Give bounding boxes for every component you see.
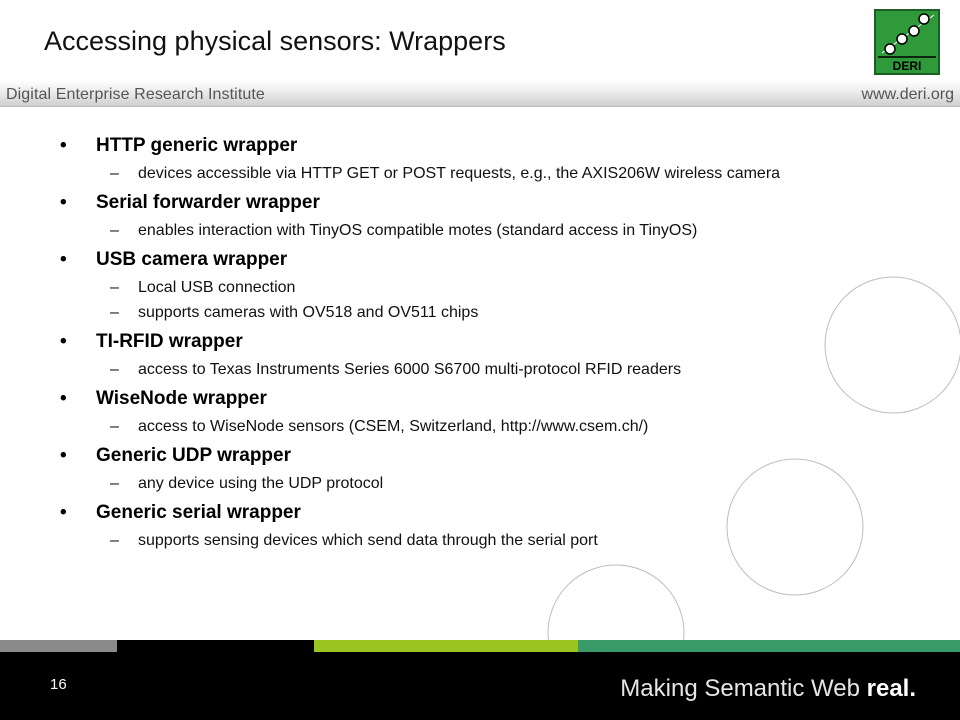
- sub-bullet-dash: –: [110, 279, 119, 296]
- sub-bullet-text: access to Texas Instruments Series 6000 …: [138, 361, 682, 378]
- sub-bullet: – supports sensing devices which send dat…: [60, 531, 890, 550]
- bullet-dot: •: [60, 445, 67, 466]
- bullet-heading-text: HTTP generic wrapper: [96, 135, 298, 156]
- deri-logo: DERI: [874, 9, 940, 75]
- sub-bullet-dash: –: [110, 418, 119, 435]
- bullet-dot: •: [60, 388, 67, 409]
- page-number: 16: [50, 676, 67, 693]
- sub-bullet-text: Local USB connection: [138, 279, 296, 296]
- footer-bar: [0, 652, 960, 720]
- bullet-dot: •: [60, 249, 67, 270]
- sub-bullet: – any device using the UDP protocol: [60, 474, 890, 493]
- bullet-dot: •: [60, 331, 67, 352]
- sub-bullet-dash: –: [110, 475, 119, 492]
- logo-text: DERI: [893, 59, 922, 73]
- bullet-heading: • Generic serial wrapper: [60, 501, 890, 525]
- tagline: Making Semantic Web real.: [620, 675, 916, 703]
- organization-url: www.deri.org: [861, 86, 954, 103]
- bullet-heading-text: USB camera wrapper: [96, 249, 288, 270]
- stripe-lime: [314, 640, 578, 652]
- tagline-bold: real.: [866, 675, 916, 702]
- sub-bullet-dash: –: [110, 304, 119, 321]
- footer-stripes: [0, 640, 960, 652]
- bullet-dot: •: [60, 135, 67, 156]
- bullet-dot: •: [60, 502, 67, 523]
- bullet-heading: • TI-RFID wrapper: [60, 330, 890, 354]
- sub-bullet-text: supports cameras with OV518 and OV511 ch…: [138, 304, 479, 321]
- bullet-heading: • USB camera wrapper: [60, 248, 890, 272]
- sub-bullet: – devices accessible via HTTP GET or POST…: [60, 164, 890, 183]
- bullet-heading: • Generic UDP wrapper: [60, 444, 890, 468]
- header-band: [0, 80, 960, 107]
- sub-bullet-dash: –: [110, 532, 119, 549]
- organization-name: Digital Enterprise Research Institute: [6, 86, 265, 103]
- bullet-list: • HTTP generic wrapper – devices accessible…: [60, 134, 890, 550]
- sub-bullet-text: enables interaction with TinyOS compatib…: [138, 222, 698, 239]
- sub-bullet: – enables interaction with TinyOS compati…: [60, 221, 890, 240]
- sub-bullet-dash: –: [110, 361, 119, 378]
- slide-title: Accessing physical sensors: Wrappers: [44, 26, 506, 56]
- bullet-heading: • Serial forwarder wrapper: [60, 191, 890, 215]
- sub-bullet-text: supports sensing devices which send data…: [138, 532, 598, 549]
- sub-bullet-text: access to WiseNode sensors (CSEM, Switze…: [138, 418, 649, 435]
- sub-bullet-dash: –: [110, 165, 119, 182]
- sub-bullet-text: devices accessible via HTTP GET or POST …: [138, 165, 781, 182]
- bullet-heading-text: Generic UDP wrapper: [96, 445, 292, 466]
- bullet-heading: • HTTP generic wrapper: [60, 134, 890, 158]
- bullet-heading-text: Serial forwarder wrapper: [96, 192, 320, 213]
- bullet-heading: • WiseNode wrapper: [60, 387, 890, 411]
- sub-bullet: – supports cameras with OV518 and OV511 c…: [60, 303, 890, 322]
- stripe-black: [117, 640, 314, 652]
- bullet-heading-text: WiseNode wrapper: [96, 388, 267, 409]
- stripe-gray: [0, 640, 117, 652]
- bullet-heading-text: TI-RFID wrapper: [96, 331, 243, 352]
- tagline-regular: Making Semantic Web: [620, 675, 867, 702]
- sub-bullet-dash: –: [110, 222, 119, 239]
- sub-bullet-text: any device using the UDP protocol: [138, 475, 384, 492]
- bullet-dot: •: [60, 192, 67, 213]
- bullet-heading-text: Generic serial wrapper: [96, 502, 301, 523]
- sub-bullet: – access to WiseNode sensors (CSEM, Switz…: [60, 417, 890, 436]
- sub-bullet: – access to Texas Instruments Series 6000…: [60, 360, 890, 379]
- stripe-teal: [578, 640, 960, 652]
- sub-bullet: – Local USB connection: [60, 278, 890, 297]
